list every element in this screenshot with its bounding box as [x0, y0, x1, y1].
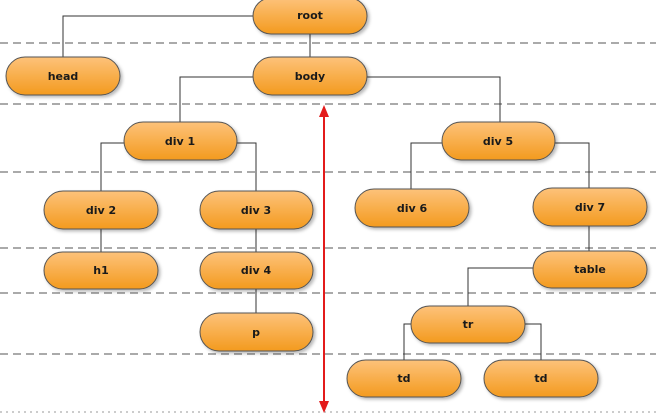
node-label: td	[397, 372, 410, 385]
node-label: div 3	[241, 204, 271, 217]
edge-div1-div2	[100, 142, 125, 191]
node-head: head	[5, 56, 121, 96]
depth-arrow-head-bottom	[319, 401, 329, 413]
depth-arrow-head-top	[319, 105, 329, 117]
node-label: div 5	[483, 135, 513, 148]
level-dividers	[0, 42, 656, 355]
edge-table-tr	[467, 267, 534, 306]
node-label: p	[252, 326, 260, 339]
node-div-4: div 4	[199, 251, 314, 290]
depth-arrow	[319, 105, 329, 413]
node-label: td	[534, 372, 547, 385]
node-label: tr	[463, 318, 474, 331]
node-label: table	[574, 263, 606, 276]
edge-div1-div3	[236, 142, 257, 191]
node-label: div 4	[241, 264, 272, 277]
tree-connectors	[62, 15, 590, 360]
node-div-5: div 5	[441, 121, 556, 161]
node-p: p	[199, 312, 314, 352]
node-label: h1	[93, 264, 109, 277]
edge-root-head	[62, 15, 255, 57]
edge-body-div5	[365, 76, 501, 122]
edge-div5-div6	[410, 142, 443, 191]
node-div-3: div 3	[199, 190, 314, 230]
node-div-6: div 6	[354, 188, 470, 228]
node-table: table	[532, 250, 648, 289]
node-label: div 2	[86, 204, 116, 217]
node-div-1: div 1	[123, 121, 238, 161]
node-td-1: td	[346, 359, 462, 398]
node-label: div 1	[165, 135, 195, 148]
edge-tr-td1	[403, 323, 412, 360]
node-label: body	[295, 70, 325, 83]
node-label: head	[48, 70, 79, 83]
node-label: root	[297, 9, 323, 22]
tree-nodes: root head body div 1 div 5 div 2 div 3	[5, 0, 648, 398]
node-div-7: div 7	[532, 187, 648, 227]
node-h1: h1	[43, 251, 159, 290]
node-label: div 7	[575, 201, 605, 214]
node-div-2: div 2	[43, 190, 159, 230]
node-label: div 6	[397, 202, 428, 215]
node-tr: tr	[410, 305, 526, 344]
node-root: root	[252, 0, 368, 35]
node-body: body	[252, 56, 368, 96]
edge-tr-td2	[524, 323, 542, 360]
edge-body-div1	[179, 76, 255, 122]
node-td-2: td	[483, 359, 599, 398]
edge-div5-div7	[554, 142, 590, 188]
